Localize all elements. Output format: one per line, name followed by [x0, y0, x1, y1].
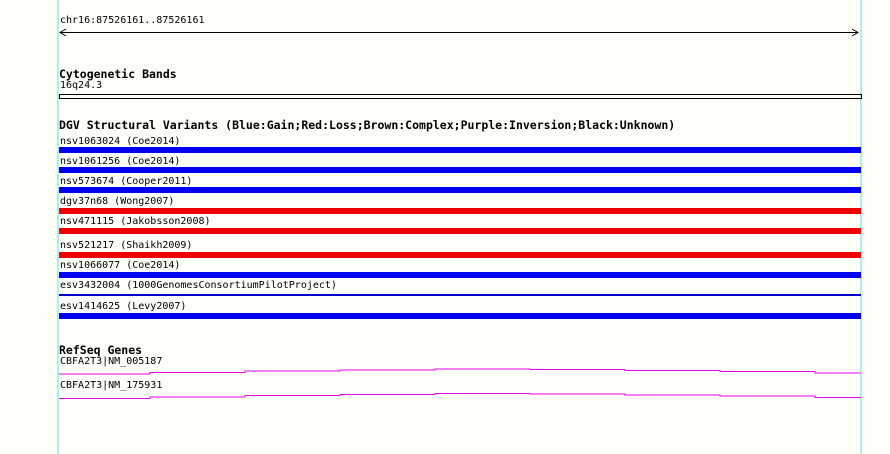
gene-structure-line[interactable]	[59, 368, 861, 375]
variant-bar[interactable]	[59, 252, 861, 258]
variant-label: dgv37n68 (Wong2007)	[60, 196, 175, 207]
region-label: chr16:87526161..87526161	[60, 15, 205, 26]
variant-bar[interactable]	[59, 147, 861, 153]
variant-label: nsv1061256 (Coe2014)	[60, 156, 181, 167]
gene-label: CBFA2T3|NM_175931	[60, 380, 163, 391]
variant-label: nsv1063024 (Coe2014)	[60, 136, 181, 147]
variant-bar[interactable]	[59, 313, 861, 319]
viewport-guide-left	[57, 0, 59, 454]
variant-label: nsv471115 (Jakobsson2008)	[60, 216, 211, 227]
variant-bar[interactable]	[59, 208, 861, 214]
region-ruler-arrow	[59, 28, 859, 37]
variant-bar[interactable]	[59, 187, 861, 193]
variant-label: esv1414625 (Levy2007)	[60, 301, 187, 312]
cytogenetic-band-rect[interactable]	[59, 94, 862, 99]
viewport-guide-right	[860, 0, 862, 454]
variant-label: nsv573674 (Cooper2011)	[60, 176, 193, 187]
gene-label: CBFA2T3|NM_005187	[60, 356, 163, 367]
gene-structure-line[interactable]	[59, 392, 861, 400]
variant-bar[interactable]	[59, 167, 861, 173]
cytogenetic-band-label: 16q24.3	[60, 80, 103, 91]
variant-bar[interactable]	[59, 294, 861, 296]
cytogenetic-bands-title: Cytogenetic Bands	[59, 67, 177, 81]
variant-bar[interactable]	[59, 228, 861, 234]
refseq-genes-title: RefSeq Genes	[59, 343, 143, 357]
dgv-track-title: DGV Structural Variants (Blue:Gain;Red:L…	[59, 118, 676, 132]
variant-label: nsv521217 (Shaikh2009)	[60, 240, 193, 251]
variant-bar[interactable]	[59, 272, 861, 278]
variant-label: nsv1066077 (Coe2014)	[60, 260, 181, 271]
variant-label: esv3432004 (1000GenomesConsortiumPilotPr…	[60, 280, 337, 291]
